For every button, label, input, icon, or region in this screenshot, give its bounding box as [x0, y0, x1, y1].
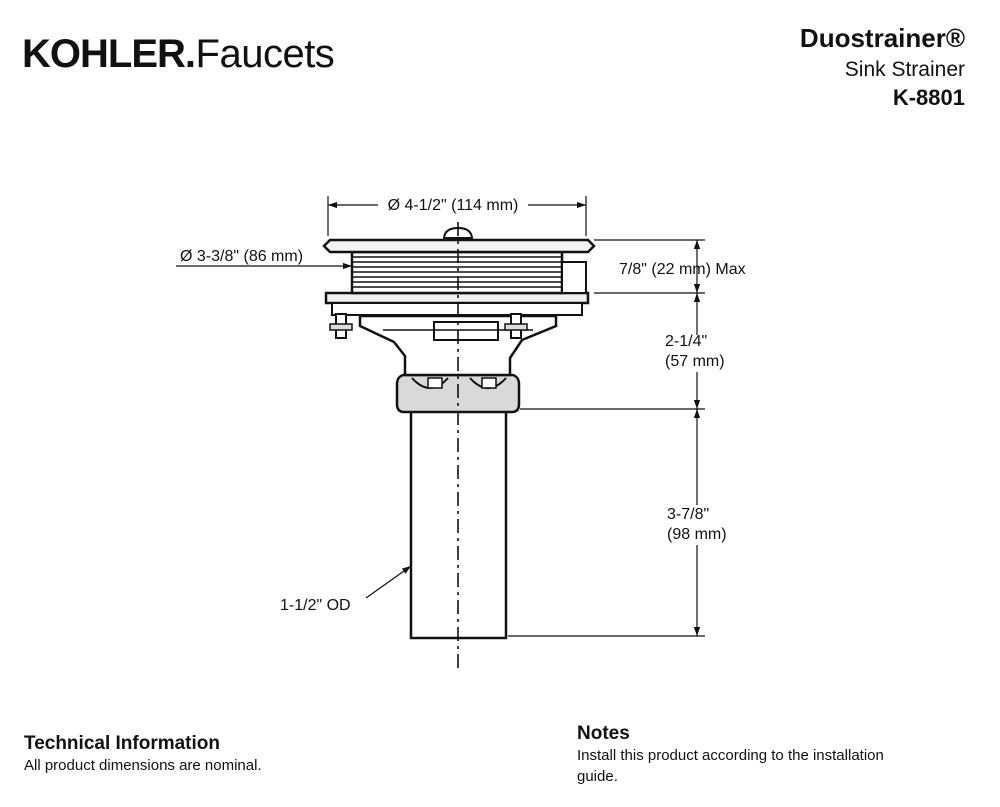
body-height-label-in: 2-1/4" [665, 333, 707, 350]
technical-information-text: All product dimensions are nominal. [24, 757, 262, 774]
product-type: Sink Strainer [844, 58, 965, 81]
mounting-screw-right [504, 313, 528, 339]
technical-information-heading: Technical Information [24, 733, 221, 754]
deck-thickness-label: 7/8" (22 mm) Max [619, 261, 746, 278]
lower-flange [324, 291, 590, 305]
tailpiece-length-label-mm: (98 mm) [667, 526, 727, 543]
tailpiece-length-label-in: 3-7/8" [667, 506, 709, 523]
technical-information: Technical Information All product dimens… [24, 733, 524, 775]
brand-name: KOHLER [22, 32, 186, 76]
body-diameter-label: Ø 3-3/8" (86 mm) [180, 248, 303, 265]
tailpiece-od-label: 1-1/2" OD [280, 597, 351, 614]
top-flange [322, 238, 596, 254]
notes-section: Notes Install this product according to … [577, 723, 977, 787]
body-height-label-mm: (57 mm) [665, 353, 725, 370]
product-name: Duostrainer® [799, 23, 965, 53]
notes-line-1: Install this product according to the in… [577, 747, 884, 764]
mounting-screw-left [329, 313, 353, 339]
notes-heading: Notes [577, 723, 630, 744]
brand-subtitle: Faucets [195, 32, 335, 76]
title-block: Duostrainer® Sink Strainer K-8801 [800, 22, 965, 112]
notes-line-2: guide. [577, 768, 618, 785]
flange-diameter-label: Ø 4-1/2" (114 mm) [388, 197, 519, 214]
product-model: K-8801 [892, 85, 965, 110]
brand-logo: KOHLER.Faucets [22, 30, 335, 78]
strainer-assembly [322, 226, 596, 640]
brand-dot: . [184, 32, 196, 76]
